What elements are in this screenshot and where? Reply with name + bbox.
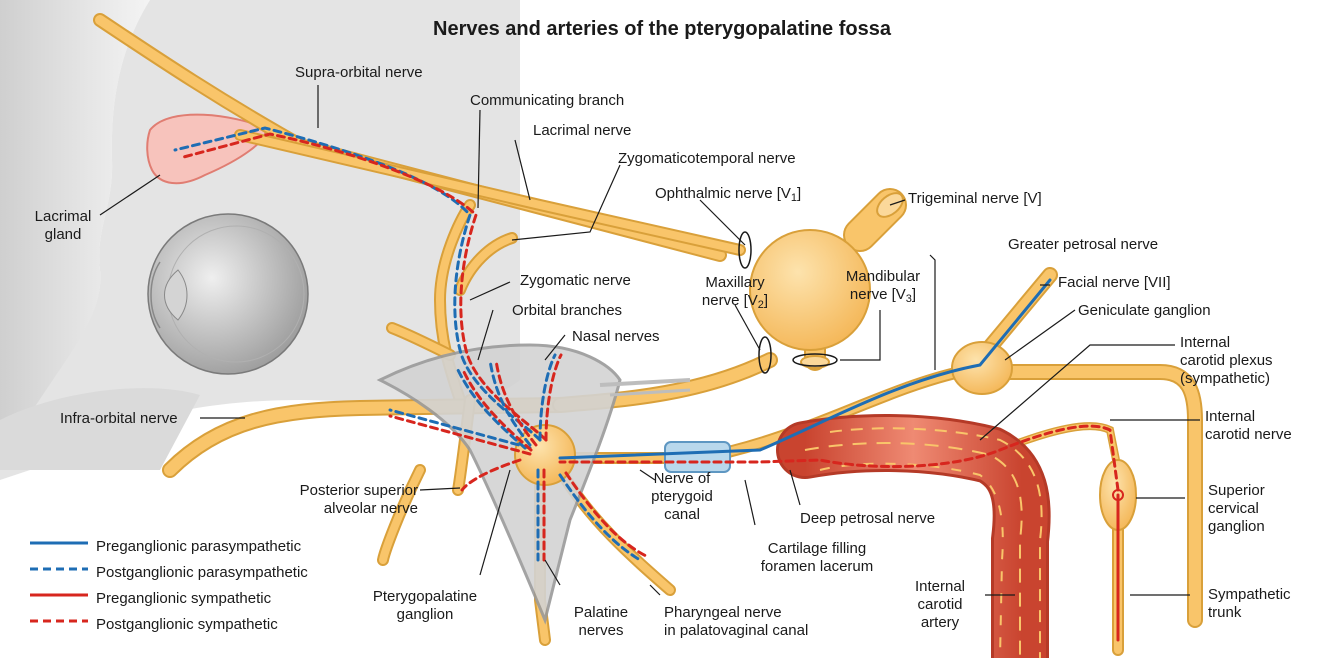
label-supra-orbital-nerve: Supra-orbital nerve [295,64,423,82]
label-lacrimal-nerve: Lacrimal nerve [533,122,631,140]
label-communicating-branch: Communicating branch [470,92,624,110]
page-title: Nerves and arteries of the pterygopalati… [0,18,1324,41]
label-zygomatic-nerve: Zygomatic nerve [520,272,631,290]
label-ophthalmic-nerve: Ophthalmic nerve [V1] [655,185,801,207]
label-trigeminal-nerve: Trigeminal nerve [V] [908,190,1042,208]
legend-label: Preganglionic sympathetic [96,590,271,607]
legend-label: Postganglionic parasympathetic [96,564,308,581]
label-zygomaticotemporal-nerve: Zygomaticotemporal nerve [618,150,796,168]
label-deep-petrosal-nerve: Deep petrosal nerve [800,510,935,528]
label-orbital-branches: Orbital branches [512,302,622,320]
label-facial-nerve: Facial nerve [VII] [1058,274,1171,292]
legend-label: Postganglionic sympathetic [96,616,278,633]
label-geniculate-ganglion: Geniculate ganglion [1078,302,1211,320]
label-nasal-nerves: Nasal nerves [572,328,660,346]
cartilage-foramen-lacerum [665,442,730,472]
legend-label: Preganglionic parasympathetic [96,538,301,555]
label-infra-orbital-nerve: Infra-orbital nerve [60,410,178,428]
label-greater-petrosal-nerve: Greater petrosal nerve [1008,236,1158,254]
eyeball [148,214,308,374]
